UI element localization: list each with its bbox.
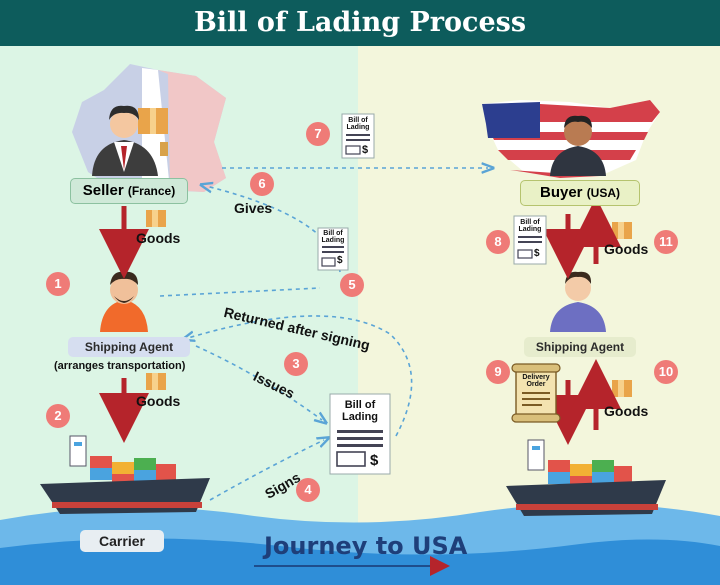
doc-line2: Lading [341,410,379,423]
shipping-agent-right-text: Shipping Agent [535,340,625,354]
doc-line2: Lading [518,226,542,234]
buyer-label: Buyer (USA) [520,180,640,206]
doc-line1: Bill of [520,219,540,226]
currency-symbol: $ [362,144,369,156]
doc-line2: Lading [321,237,345,245]
step-badge-4: 4 [296,478,320,502]
dashed-flow-gives [206,186,341,273]
diagram-title: Bill of Lading Process [193,7,527,38]
step-badge-5: 5 [340,273,364,297]
goods-label: Goods [604,403,649,419]
shipping-agent-left-text: Shipping Agent [84,340,174,354]
step-badge-7: 7 [306,122,330,146]
edge-label-gives: Gives [234,200,273,216]
currency-symbol: $ [534,248,540,259]
goods-box-icon [612,380,632,397]
goods-label: Goods [136,230,181,246]
buyer-avatar [550,115,606,176]
carrier-label-text: Carrier [99,533,145,549]
seller-label-sub: (France) [127,184,176,198]
step-badge-1: 1 [46,272,70,296]
goods-box-icon [146,373,166,390]
sea-wave-deep [0,538,720,585]
step-badge-9: 9 [486,360,510,384]
doc-line1: Bill of [348,117,368,124]
goods-label: Goods [136,393,181,409]
delivery-line2: Order [526,381,546,389]
bill-of-lading-icon-main [329,393,391,475]
buyer-label-text: Buyer [539,184,583,201]
step-badge-3: 3 [284,352,308,376]
doc-line2: Lading [346,124,370,132]
bill-of-lading-icon-step8 [513,215,547,265]
delivery-order-icon [511,363,561,423]
goods-box-icon [146,210,166,227]
currency-symbol: $ [337,255,343,266]
currency-symbol: $ [370,452,379,469]
delivery-line1: Delivery [522,374,550,381]
buyer-label-sub: (USA) [586,186,621,200]
cargo-ship-right [506,439,666,516]
bill-of-lading-step5-text: Bill of Lading [319,230,347,245]
dashed-flow-returned [188,315,413,437]
step-badge-2: 2 [46,404,70,428]
shipping-agent-right-label: Shipping Agent [524,337,636,357]
shipping-agent-left-label: Shipping Agent [68,337,190,357]
seller-label-text: Seller [82,182,124,199]
bill-of-lading-step8-text: Bill of Lading [515,219,545,234]
bill-of-lading-main-text: Bill of Lading [332,399,388,423]
goods-label: Goods [604,241,649,257]
delivery-order-text: Delivery Order [518,374,554,389]
shipping-agent-left-sub: (arranges transportation) [54,360,186,372]
step-badge-6: 6 [250,172,274,196]
bill-of-lading-icon-step5 [317,227,349,271]
doc-line1: Bill of [344,399,376,411]
step-badge-10: 10 [654,360,678,384]
header-bar [0,0,720,46]
bill-of-lading-step7-text: Bill of Lading [344,117,372,132]
seller-label: Seller (France) [70,178,188,204]
step-badge-8: 8 [486,230,510,254]
journey-label: Journey to USA [264,532,468,560]
doc-line1: Bill of [323,230,343,237]
dashed-flow-issues [195,345,322,420]
seller-avatar [92,105,168,176]
dashed-flow-agent-to-document [159,287,321,297]
shipping-agent-left-avatar [100,271,148,332]
cargo-ship-left [40,435,210,514]
shipping-agent-right-avatar [550,271,606,332]
bill-of-lading-icon-step7 [341,113,375,159]
goods-box-icon [612,222,632,239]
dashed-flow-signs [209,440,324,501]
step-badge-11: 11 [654,230,678,254]
carrier-label: Carrier [80,530,164,552]
